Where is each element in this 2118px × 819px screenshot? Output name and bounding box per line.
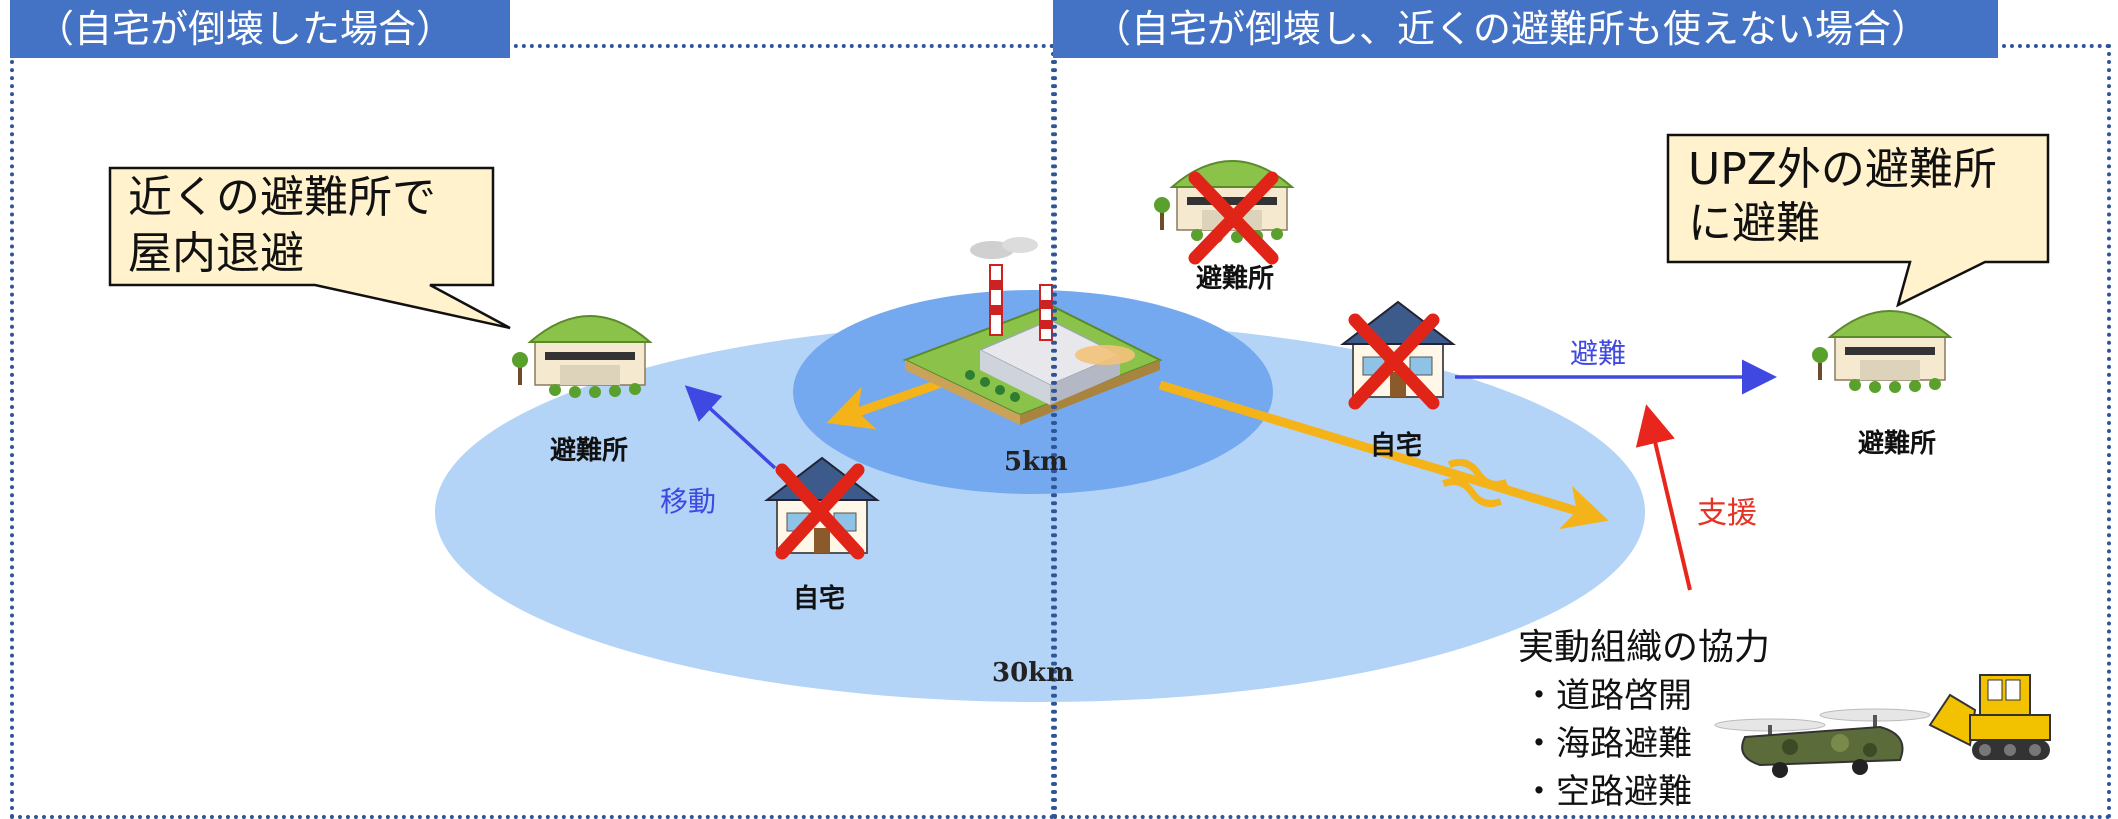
left-panel-frame: [10, 44, 1055, 819]
left-home-label: 自宅: [793, 584, 846, 614]
left-panel-title: （自宅が倒壊した場合）: [10, 0, 510, 58]
left-callout-line1: 近くの避難所で: [128, 172, 436, 223]
cross-mark-damaged-shelter: [1188, 171, 1279, 265]
shelter-icon-outside-upz: [1812, 310, 1953, 393]
helicopter-icon: [1714, 708, 1931, 778]
move-arrow: [684, 385, 777, 470]
support-arrow: [1635, 404, 1692, 591]
right-callout-line2: に避難: [1688, 198, 1820, 249]
right-home-label: 自宅: [1370, 431, 1423, 461]
left-callout-line2: 屋内退避: [128, 228, 304, 279]
outer-zone-label: 30km: [992, 658, 1074, 688]
cooperation-item-sea: ・海路避難: [1522, 724, 1692, 764]
left-shelter-label: 避難所: [550, 436, 629, 466]
outer-zone-30km: [435, 322, 1645, 702]
right-panel-title: （自宅が倒壊し、近くの避難所も使えない場合）: [1053, 0, 1998, 58]
cross-mark-right-home: [1348, 313, 1440, 410]
cross-mark-left-home: [775, 463, 865, 560]
callout-box-right: [1666, 133, 2050, 308]
support-label: 支援: [1697, 496, 1757, 531]
inner-zone-label: 5km: [1004, 447, 1068, 477]
bulldozer-icon: [1928, 674, 2051, 760]
cooperation-item-air: ・空路避難: [1522, 772, 1692, 812]
damaged-shelter-label: 避難所: [1196, 264, 1275, 294]
outside-shelter-label: 避難所: [1858, 429, 1937, 459]
orange-arrow-left: [826, 375, 952, 430]
broken-road-icon: [1442, 459, 1508, 507]
cooperation-title: 実動組織の協力: [1518, 627, 1771, 668]
right-callout-line1: UPZ外の避難所: [1688, 144, 1997, 195]
evacuate-label: 避難: [1570, 337, 1627, 370]
orange-arrow-right: [1158, 380, 1609, 530]
cooperation-item-road: ・道路啓開: [1522, 676, 1692, 716]
callout-box-left: [108, 166, 511, 330]
shelter-icon-left: [512, 315, 653, 398]
move-label: 移動: [660, 485, 717, 518]
